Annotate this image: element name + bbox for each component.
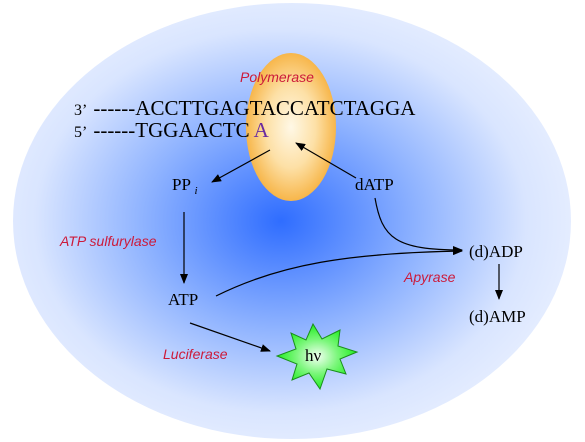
damp-label: (d)AMP	[469, 307, 526, 326]
bottom-strand-prime: 5’	[74, 124, 87, 141]
datp-label: dATP	[355, 175, 394, 194]
arrow-datp-to-polymerase	[295, 142, 357, 179]
polymerase-blob	[246, 53, 336, 201]
top-strand: 3’ ------ACCTTGAGTACCATCTAGGA	[74, 96, 416, 120]
arrow-atp-to-light	[189, 322, 271, 352]
bottom-strand: 5’ ------TGGAACTC A	[74, 118, 270, 142]
light-label: hν	[305, 346, 322, 365]
background-ellipse	[13, 3, 571, 439]
arrow-datp-to-dadp	[374, 197, 463, 254]
arrow-polymerase-to-ppi	[211, 149, 271, 183]
luciferase-label: Luciferase	[163, 346, 228, 362]
arrow-atp-to-dadp	[215, 247, 463, 297]
apyrase-label: Apyrase	[403, 269, 456, 285]
bottom-strand-sequence: ------TGGAACTC	[93, 118, 249, 142]
polymerase-label: Polymerase	[240, 69, 314, 85]
added-base: A	[254, 118, 270, 142]
light-burst-icon	[275, 322, 359, 391]
atp-label: ATP	[168, 290, 198, 309]
top-strand-prime: 3’	[74, 102, 87, 119]
atp-sulfurylase-label: ATP sulfurylase	[59, 233, 157, 249]
ppi-subscript: i	[195, 185, 198, 197]
dadp-label: (d)ADP	[469, 242, 523, 261]
ppi-main: PP	[172, 175, 190, 194]
ppi-label: PP i	[172, 175, 198, 197]
top-strand-sequence: ------ACCTTGAGTACCATCTAGGA	[93, 96, 416, 120]
